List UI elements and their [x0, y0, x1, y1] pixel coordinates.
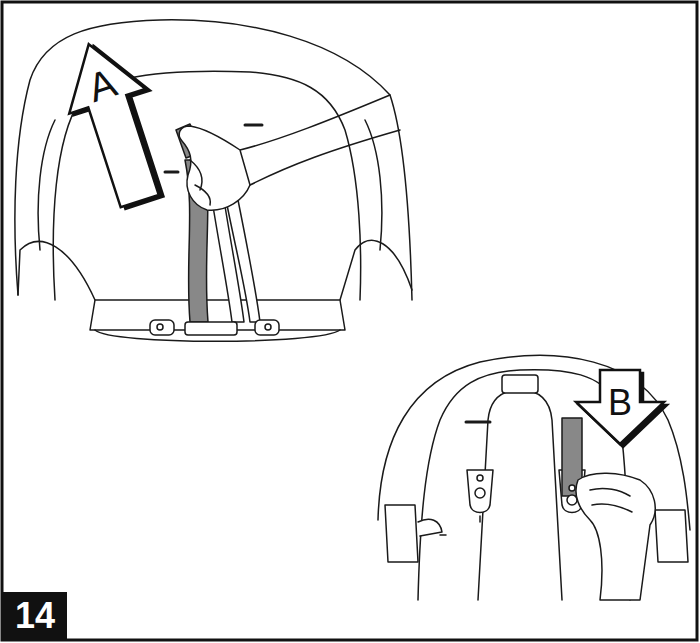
arm: [240, 95, 390, 150]
node-label: 14: [3, 598, 67, 634]
buckle: [185, 322, 237, 335]
top-tab: [502, 375, 538, 393]
harness-slot: [245, 124, 262, 127]
buckle-tongue: [150, 320, 174, 335]
strap-hole: [569, 485, 575, 491]
hand: [179, 126, 250, 210]
step-number: 14: [3, 592, 67, 640]
handle: [418, 519, 442, 536]
arrow-shape: [51, 31, 183, 217]
hand: [576, 473, 655, 600]
rear-view: [378, 355, 690, 600]
direction-arrow: B: [573, 366, 668, 448]
anchor-hole: [477, 475, 483, 481]
arrow-outline: [51, 32, 178, 214]
buckle-hole: [157, 324, 163, 330]
arm: [250, 130, 400, 185]
cushion-seam: [38, 120, 55, 250]
mark: [479, 516, 481, 522]
finger-line: [592, 504, 632, 512]
node-outline: [60, 40, 175, 215]
buckle-tongue: [255, 320, 279, 335]
arrow-outline: [576, 370, 664, 444]
node-label: B: [600, 385, 640, 421]
mark: [440, 534, 446, 536]
harness-slot: [466, 421, 490, 424]
front-view: [15, 20, 412, 341]
armrest: [385, 505, 418, 562]
finger-line: [590, 488, 630, 496]
finger-line: [195, 185, 210, 205]
direction-arrow: A: [60, 40, 175, 215]
buckle-hole: [265, 324, 271, 330]
side-wing: [340, 240, 412, 300]
seat-shell: [15, 20, 412, 300]
harness-slot: [165, 171, 178, 174]
anchor-keyhole: [475, 488, 485, 498]
anchor-plate: [467, 470, 493, 513]
armrest: [655, 510, 688, 562]
harness-strap: [226, 200, 260, 322]
side-wing: [18, 242, 95, 300]
anchor-keyhole: [567, 495, 577, 505]
